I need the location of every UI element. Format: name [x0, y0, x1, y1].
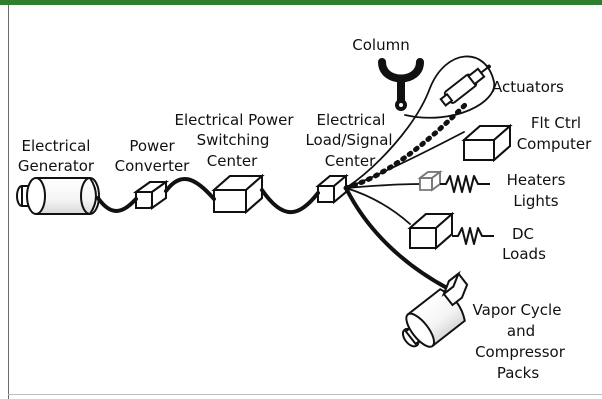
label-load-signal-line1: Electrical	[316, 111, 386, 129]
flt-ctrl-computer-icon	[461, 123, 513, 163]
column-icon	[378, 58, 424, 111]
label-flt-ctrl-line1: Flt Ctrl	[530, 114, 582, 132]
label-vapor-line4: Packs	[496, 364, 540, 382]
heaters-box-icon	[417, 170, 443, 192]
label-column: Column	[352, 36, 410, 54]
vapor-cycle-compressor-icon	[401, 270, 469, 348]
bottom-border-line	[8, 394, 602, 395]
label-power-converter-line2: Converter	[114, 157, 190, 175]
label-dc-line2: Loads	[502, 245, 546, 263]
load-signal-center-icon	[315, 173, 349, 205]
connection-lines	[96, 55, 495, 290]
label-dc-line1: DC	[511, 225, 535, 243]
label-load-signal-line3: Center	[324, 152, 376, 170]
label-power-converter-line1: Power	[129, 137, 175, 155]
label-actuators: Actuators	[492, 78, 564, 96]
label-vapor-line1: Vapor Cycle	[472, 301, 562, 319]
label-power-switching-line3: Center	[206, 152, 258, 170]
label-heaters-line2: Lights	[513, 192, 559, 210]
label-vapor-line2: and	[506, 322, 536, 340]
label-electrical-generator-line2: Generator	[17, 157, 95, 175]
dc-loads-box-icon	[407, 211, 455, 251]
left-border-line	[8, 5, 9, 399]
actuators-icon	[439, 64, 491, 107]
power-switching-center-icon	[211, 173, 265, 215]
label-flt-ctrl-line2: Computer	[516, 135, 592, 153]
label-power-switching-line2: Switching	[196, 131, 270, 149]
label-heaters-line1: Heaters	[506, 171, 566, 189]
generator-icon	[16, 177, 100, 215]
label-load-signal-line2: Load/Signal	[305, 131, 393, 149]
resistor-symbols	[440, 175, 494, 245]
label-power-switching-line1: Electrical Power	[174, 111, 294, 129]
label-electrical-generator-line1: Electrical	[21, 137, 91, 155]
top-accent-bar	[0, 0, 602, 5]
label-vapor-line3: Compressor	[475, 343, 565, 361]
power-converter-icon	[132, 180, 170, 210]
